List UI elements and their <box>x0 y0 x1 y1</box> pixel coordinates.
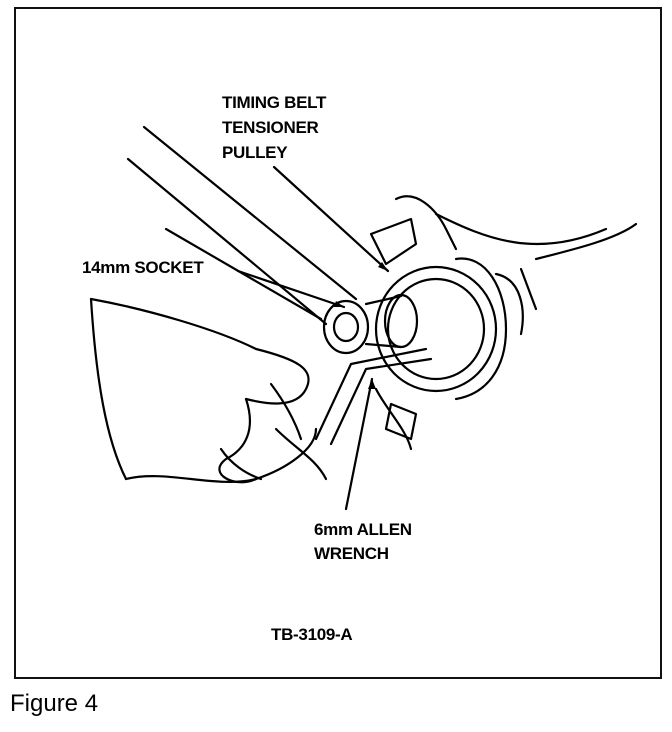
allen-leader <box>344 377 374 511</box>
socket-wrench <box>142 125 358 301</box>
tensioner-leader <box>272 165 390 273</box>
tensioner-label-line2: TENSIONER <box>222 118 319 137</box>
tensioner-label-line3: PULLEY <box>222 143 288 162</box>
allen-label-line1: 6mm ALLEN <box>314 520 412 539</box>
hand <box>89 297 310 405</box>
socket-leader <box>236 269 346 309</box>
figure-code: TB-3109-A <box>271 625 353 644</box>
allen-wrench <box>314 347 433 446</box>
figure-frame: TIMING BELT TENSIONER PULLEY 14mm SOCKET… <box>14 7 662 679</box>
tensioner-illustration <box>89 125 638 511</box>
figure-caption: Figure 4 <box>10 690 99 717</box>
bracket <box>369 217 418 266</box>
tensioner-bolt <box>383 293 419 349</box>
tensioner-label-line1: TIMING BELT <box>222 93 327 112</box>
engine-outline <box>394 195 458 251</box>
allen-label-line2: WRENCH <box>314 544 389 563</box>
socket-label: 14mm SOCKET <box>82 258 204 277</box>
tensioner-pulley <box>374 265 498 393</box>
